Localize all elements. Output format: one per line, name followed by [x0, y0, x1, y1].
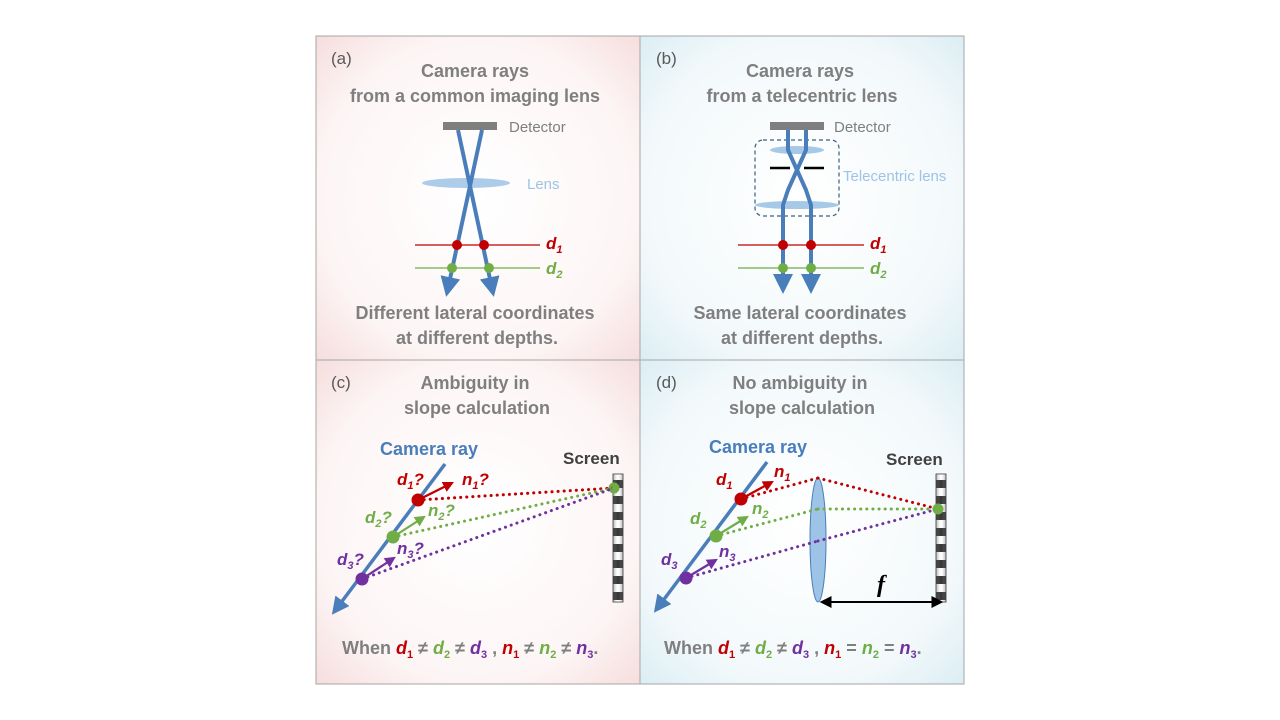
- d3-label-c: d3?: [337, 550, 365, 572]
- dotted-ray-d1-c: [416, 486, 616, 502]
- panel-a-caption-line2: at different depths.: [396, 328, 558, 348]
- ray-b-right: [786, 130, 821, 294]
- panel-a-letter: (a): [331, 49, 352, 68]
- panel-b-background: [640, 36, 964, 360]
- n1-label-c: n1?: [462, 470, 490, 492]
- d3-label-d: d3: [661, 550, 678, 572]
- d1-point-c: [411, 493, 425, 507]
- d1-point-a-left: [452, 240, 462, 250]
- lens-label-a: Lens: [527, 176, 560, 193]
- panel-c-title-line1: Ambiguity in: [421, 373, 530, 393]
- d1-point-a-right: [479, 240, 489, 250]
- d1-point-b-left: [778, 240, 788, 250]
- telecentric-lens-top: [770, 146, 824, 154]
- panel-a-caption-line1: Different lateral coordinates: [355, 303, 594, 323]
- ray-b-left: [773, 130, 808, 294]
- dotted-ray-d1-d-b: [816, 476, 940, 511]
- panel-d-letter: (d): [656, 373, 677, 392]
- panel-b-title-line2: from a telecentric lens: [706, 86, 897, 106]
- screen-label-c: Screen: [563, 449, 620, 468]
- d1-point-d: [734, 492, 748, 506]
- panel-b-letter: (b): [656, 49, 677, 68]
- panel-c: (c) Ambiguity in slope calculation Camer…: [331, 373, 624, 661]
- panel-d-title-line1: No ambiguity in: [733, 373, 868, 393]
- panel-c-letter: (c): [331, 373, 351, 392]
- dotted-ray-d2-d-a: [714, 507, 820, 538]
- d2-point-b-left: [778, 263, 788, 273]
- detector-label-a: Detector: [509, 119, 566, 136]
- n3-label-c: n3?: [397, 539, 425, 561]
- panel-a-title-line2: from a common imaging lens: [350, 86, 600, 106]
- screen-label-d: Screen: [886, 450, 943, 469]
- panel-a-title-line1: Camera rays: [421, 61, 529, 81]
- panel-c-caption: When d1 ≠ d2 ≠ d3 , n1 ≠ n2 ≠ n3.: [342, 638, 598, 661]
- panel-a: (a) Camera rays from a common imaging le…: [331, 49, 600, 348]
- telecentric-lens-bottom: [755, 201, 839, 209]
- panel-d: (d) No ambiguity in slope calculation Ca…: [653, 373, 947, 661]
- telecentric-lens-label: Telecentric lens: [843, 168, 946, 185]
- panel-b-title-line1: Camera rays: [746, 61, 854, 81]
- panel-b: (b) Camera rays from a telecentric lens …: [656, 49, 946, 348]
- detector-a: [443, 122, 497, 130]
- panel-c-background: [316, 360, 640, 684]
- d2-label-a: d2: [546, 259, 563, 281]
- screen-c-shade: [613, 474, 623, 602]
- d1-label-b: d1: [870, 234, 887, 256]
- screen-point-d: [932, 503, 944, 515]
- d2-label-d: d2: [690, 509, 707, 531]
- dotted-ray-d2-c: [391, 486, 616, 539]
- panel-b-caption-line2: at different depths.: [721, 328, 883, 348]
- d1-label-a: d1: [546, 234, 563, 256]
- n1-label-d: n1: [774, 462, 791, 484]
- n2-label-c: n2?: [428, 501, 456, 523]
- detector-b: [770, 122, 824, 130]
- d2-point-a-right: [484, 263, 494, 273]
- n2-label-d: n2: [752, 499, 769, 521]
- panel-d-title-line2: slope calculation: [729, 398, 875, 418]
- camera-ray-label-c: Camera ray: [380, 439, 478, 459]
- d1-label-c: d1?: [397, 470, 425, 492]
- panel-a-background: [316, 36, 640, 360]
- d2-point-d: [709, 529, 723, 543]
- dotted-ray-d1-d-a: [739, 476, 820, 501]
- n3-label-d: n3: [719, 542, 736, 564]
- d2-label-b: d2: [870, 259, 887, 281]
- dotted-ray-d3-c: [360, 486, 616, 581]
- dotted-ray-d3-d-a: [684, 539, 820, 580]
- d1-label-d: d1: [716, 470, 733, 492]
- detector-label-b: Detector: [834, 119, 891, 136]
- d2-label-c: d2?: [365, 508, 393, 530]
- d3-point-d: [679, 571, 693, 585]
- d2-point-a-left: [447, 263, 457, 273]
- dotted-ray-d3-d-b: [816, 507, 940, 543]
- d1-point-b-right: [806, 240, 816, 250]
- panel-d-caption: When d1 ≠ d2 ≠ d3 , n1 = n2 = n3.: [664, 638, 922, 661]
- panel-d-background: [640, 360, 964, 684]
- panel-c-title-line2: slope calculation: [404, 398, 550, 418]
- d3-point-c: [355, 572, 369, 586]
- lens-a: [422, 178, 510, 188]
- camera-ray-label-d: Camera ray: [709, 437, 807, 457]
- d2-point-c: [386, 530, 400, 544]
- panel-b-caption-line1: Same lateral coordinates: [693, 303, 906, 323]
- screen-d-shade: [936, 474, 946, 602]
- focal-length-label: f: [877, 572, 887, 598]
- d2-point-b-right: [806, 263, 816, 273]
